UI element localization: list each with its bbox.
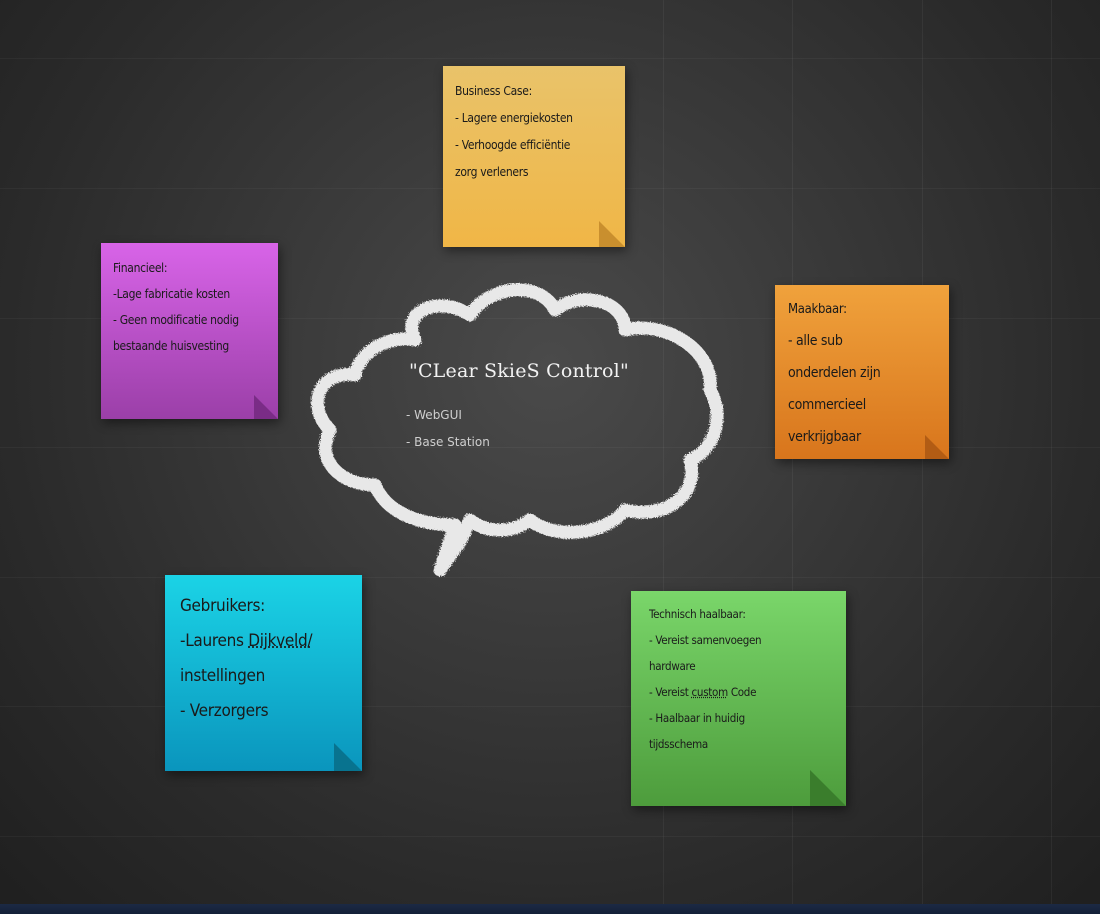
- note-text-underlined: custom: [691, 685, 729, 699]
- note-heading: Maakbaar:: [788, 302, 847, 317]
- grid-line: [1051, 0, 1052, 914]
- grid-line: [0, 318, 1100, 319]
- sticky-note-maakbaar[interactable]: Maakbaar: - alle sub onderdelen zijn com…: [775, 285, 949, 459]
- note-line: -Laurens Dijkveld/: [180, 624, 347, 659]
- note-text: Code: [727, 685, 757, 699]
- note-line: tijdsschema: [649, 737, 708, 751]
- page-curl: [599, 221, 625, 247]
- note-line: hardware: [649, 659, 696, 673]
- sticky-note-technisch-haalbaar[interactable]: Technisch haalbaar: - Vereist samenvoege…: [631, 591, 846, 806]
- note-text-underlined: Dijkveld/: [248, 631, 313, 651]
- note-line: bestaande huisvesting: [113, 339, 229, 353]
- page-curl: [254, 395, 278, 419]
- grid-line: [0, 447, 1100, 448]
- sticky-note-financieel[interactable]: Financieel: -Lage fabricatie kosten - Ge…: [101, 243, 278, 419]
- note-line: - Haalbaar in huidig: [649, 711, 745, 725]
- note-line: onderdelen zijn: [788, 365, 881, 381]
- page-curl: [925, 435, 949, 459]
- note-text: -Laurens: [180, 631, 249, 651]
- note-text: - Vereist: [649, 685, 692, 699]
- note-line: - Verhoogde efficiëntie: [455, 138, 571, 152]
- note-line: - Lagere energiekosten: [455, 111, 573, 125]
- page-curl: [334, 743, 362, 771]
- note-line: - Geen modificatie nodig: [113, 313, 239, 327]
- note-heading: Financieel:: [113, 261, 168, 275]
- note-line: verkrijgbaar: [788, 429, 861, 445]
- note-line: - Vereist samenvoegen: [649, 633, 762, 647]
- note-line: -Lage fabricatie kosten: [113, 287, 230, 301]
- grid-line: [0, 706, 1100, 707]
- note-line: - alle sub: [788, 333, 843, 349]
- grid-line: [0, 58, 1100, 59]
- cloud-item-webgui: - WebGUI: [406, 408, 462, 422]
- sticky-note-gebruikers[interactable]: Gebruikers: -Laurens Dijkveld/ instellin…: [165, 575, 362, 771]
- grid-line: [0, 836, 1100, 837]
- note-line: zorg verleners: [455, 165, 529, 179]
- page-curl: [810, 770, 846, 806]
- sticky-note-business-case[interactable]: Business Case: - Lagere energiekosten - …: [443, 66, 625, 247]
- chalk-cloud-shape: [311, 283, 724, 577]
- note-line: - Verzorgers: [180, 701, 269, 721]
- bottom-bar: [0, 904, 1100, 914]
- note-heading: Gebruikers:: [180, 596, 265, 616]
- note-line: commercieel: [788, 397, 866, 413]
- grid-line: [663, 0, 664, 914]
- note-line: instellingen: [180, 666, 265, 686]
- cloud-title: "CLear SkieS Control": [409, 360, 629, 382]
- cloud-item-base-station: - Base Station: [406, 435, 490, 449]
- note-line: - Vereist custom Code: [649, 679, 828, 705]
- note-heading: Technisch haalbaar:: [649, 607, 746, 621]
- note-heading: Business Case:: [455, 84, 532, 98]
- grid-line: [0, 577, 1100, 578]
